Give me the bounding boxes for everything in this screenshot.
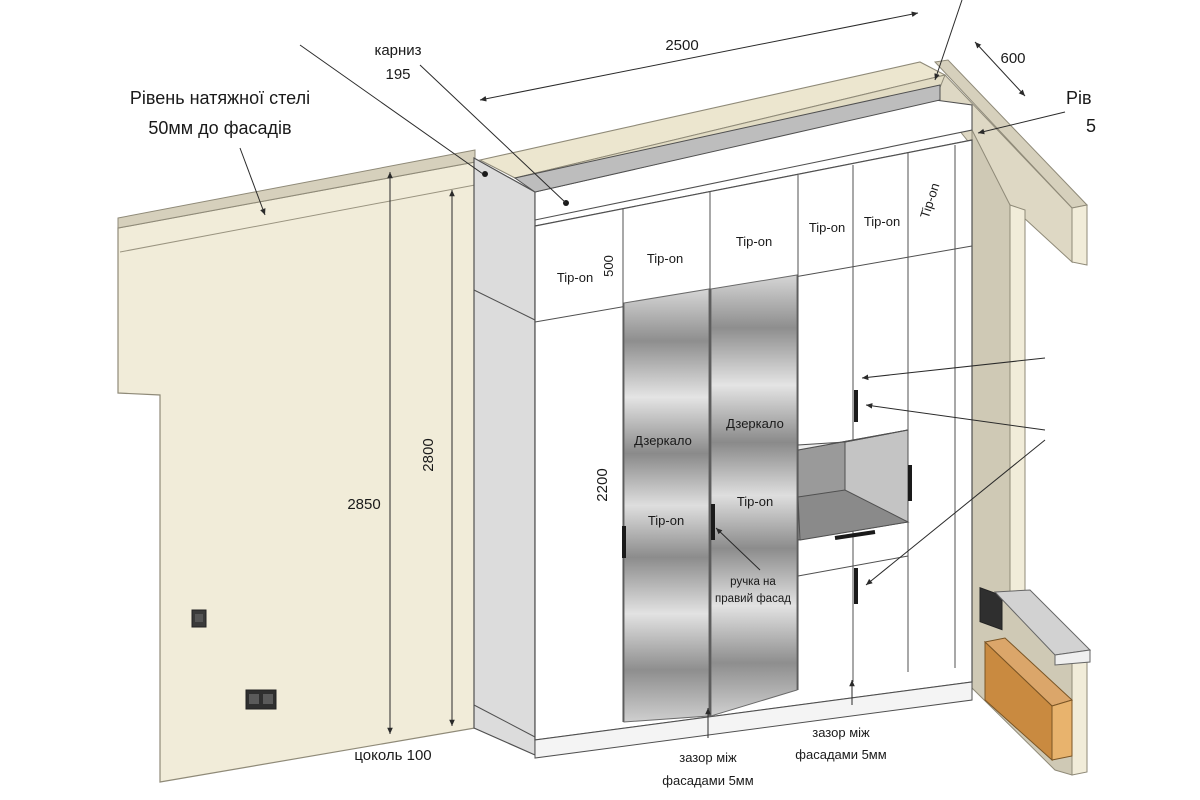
handle-lower-door bbox=[854, 568, 858, 604]
leader-cornice-1 bbox=[299, 44, 484, 175]
dim-600-line bbox=[974, 41, 1026, 97]
depth-dimension: 600 bbox=[1000, 50, 1025, 67]
gap-left-1: зазор між bbox=[679, 750, 737, 765]
labels: Рівень натяжної стелі 50мм до фасадів ка… bbox=[130, 37, 1096, 788]
height-500: 500 bbox=[601, 255, 616, 277]
height-2850: 2850 bbox=[347, 496, 380, 513]
leader-handle-3 bbox=[865, 439, 1046, 586]
handle-mirror-right bbox=[711, 504, 715, 540]
wardrobe-top-filler bbox=[513, 84, 941, 193]
right-wall-header-end bbox=[1071, 204, 1088, 266]
right-wall-post bbox=[1009, 204, 1026, 601]
right-cut-label-1: Рів bbox=[1066, 88, 1092, 108]
tipon-top-3: Tip-on bbox=[736, 234, 772, 249]
leader-handle-note bbox=[715, 527, 761, 571]
handle-note-2: правий фасад bbox=[715, 593, 791, 605]
ceiling-level-line bbox=[119, 184, 476, 253]
handle-note-1: ручка на bbox=[730, 576, 776, 588]
wooden-radiator-cover-end bbox=[1051, 699, 1073, 761]
wardrobe bbox=[473, 84, 973, 759]
open-niche-floor bbox=[797, 489, 910, 541]
leader-cornice-2 bbox=[419, 64, 567, 204]
tipon-top-5: Tip-on bbox=[864, 214, 900, 229]
desk-shelf-front bbox=[1054, 649, 1091, 666]
dim-2500-line bbox=[479, 11, 919, 102]
gap-right-1: зазор між bbox=[812, 725, 870, 740]
width-dimension: 2500 bbox=[665, 37, 698, 54]
tipon-mirror-left: Tip-on bbox=[648, 513, 684, 528]
right-cut-label-2: 5 bbox=[1086, 116, 1096, 136]
open-niche-top bbox=[797, 429, 909, 451]
height-2200: 2200 bbox=[594, 468, 611, 501]
leader-top-right-1 bbox=[934, 0, 963, 81]
tipon-top-2: Tip-on bbox=[647, 251, 683, 266]
right-wall bbox=[933, 59, 1092, 776]
handle-niche-side bbox=[908, 465, 912, 501]
handle-upper-door bbox=[854, 390, 858, 422]
height-2800: 2800 bbox=[420, 438, 437, 471]
leader-ceiling-level bbox=[239, 147, 266, 216]
ceiling-level-label-2: 50мм до фасадів bbox=[148, 118, 291, 138]
leader-handle-1 bbox=[861, 357, 1046, 381]
handle-mirror-left bbox=[622, 526, 626, 558]
mirror-left bbox=[623, 288, 710, 723]
tipon-top-4: Tip-on bbox=[809, 220, 845, 235]
cornice-label: карниз bbox=[374, 42, 421, 59]
mirror-left-label: Дзеркало bbox=[634, 433, 692, 448]
mirror-right-label: Дзеркало bbox=[726, 416, 784, 431]
ceiling-level-label-1: Рівень натяжної стелі bbox=[130, 88, 310, 108]
right-wall-post-low bbox=[1071, 654, 1088, 776]
power-socket-single bbox=[191, 609, 207, 628]
tipon-top-1: Tip-on bbox=[557, 270, 593, 285]
tipon-mirror-right: Tip-on bbox=[737, 494, 773, 509]
plinth-label: цоколь 100 bbox=[354, 747, 431, 764]
dimension-lines bbox=[239, 0, 1066, 738]
mirror-right bbox=[710, 274, 798, 717]
wardrobe-plinth bbox=[534, 681, 973, 759]
wardrobe-side-panel bbox=[473, 156, 536, 756]
cornice-value: 195 bbox=[385, 66, 410, 83]
left-wall bbox=[117, 149, 476, 783]
power-socket-double bbox=[245, 689, 277, 710]
leader-handle-2 bbox=[865, 403, 1046, 431]
gap-right-2: фасадами 5мм bbox=[795, 747, 886, 762]
leader-top-right-2 bbox=[977, 111, 1066, 135]
switch-block bbox=[979, 587, 1003, 631]
gap-left-2: фасадами 5мм bbox=[662, 773, 753, 788]
